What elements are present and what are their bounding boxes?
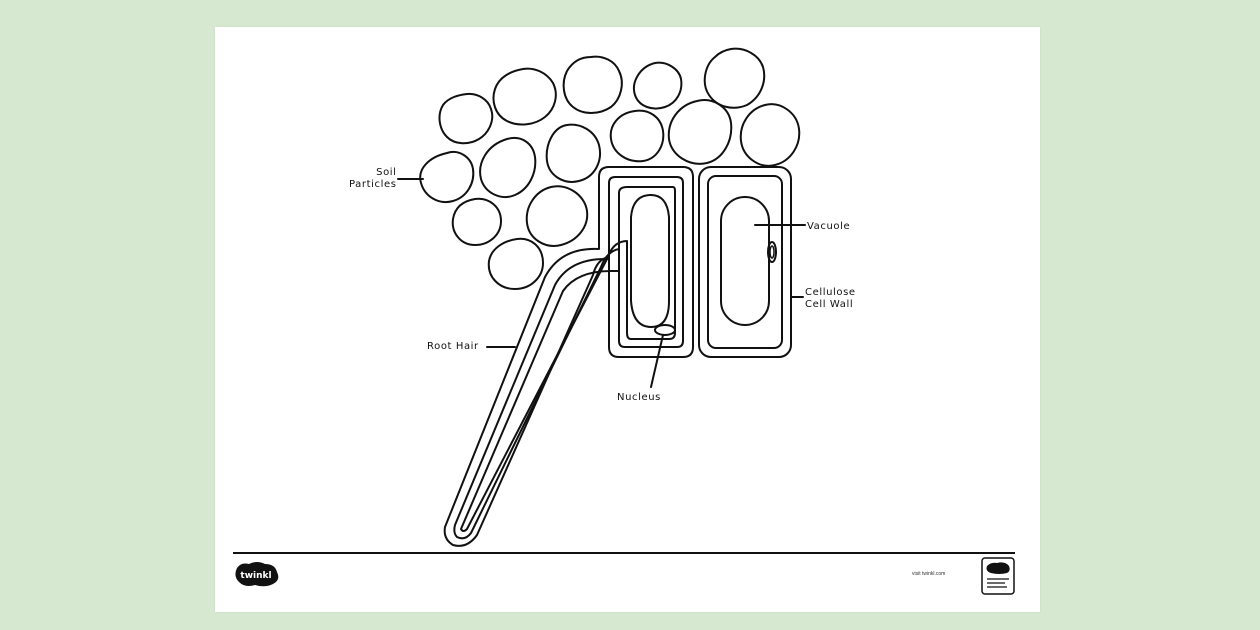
- soil-particles: [419, 47, 801, 290]
- root-hair-cell: [443, 166, 694, 547]
- neighbouring-cell: [698, 166, 792, 358]
- root-hair-membrane: [460, 186, 676, 532]
- soil-particle: [562, 55, 623, 114]
- pointer-nucleus: [650, 334, 664, 388]
- soil-particle: [667, 99, 733, 165]
- neighbouring-cell-wall-outer: [698, 166, 792, 358]
- soil-particle: [545, 123, 601, 183]
- root-hair-cell-nucleus: [654, 324, 676, 336]
- soil-particle: [419, 151, 475, 203]
- soil-particle: [609, 109, 665, 163]
- worksheet-page: Soil Particles Vacuole Cellulose Cell Wa…: [215, 27, 1040, 612]
- twinkl-logo-text: twinkl: [240, 571, 271, 581]
- footer-url: visit twinkl.com: [912, 571, 946, 577]
- neighbouring-cell-wall-inner: [707, 175, 783, 349]
- soil-particle: [487, 237, 544, 290]
- twinkl-logo: twinkl: [235, 562, 279, 587]
- root-hair-cell-diagram: [397, 47, 806, 547]
- soil-particle: [451, 197, 502, 246]
- footer-divider: [233, 552, 1015, 554]
- neighbouring-cell-vacuole: [720, 196, 770, 326]
- neighbouring-cell-nucleus: [767, 241, 777, 263]
- soil-particle: [633, 61, 683, 110]
- soil-particle: [703, 47, 766, 109]
- soil-particle: [525, 185, 589, 247]
- label-soil-particles: Soil Particles: [349, 167, 397, 190]
- label-cell-wall: Cellulose Cell Wall: [805, 287, 856, 310]
- label-root-hair: Root Hair: [427, 341, 479, 352]
- root-hair-cell-wall-outer: [443, 166, 694, 547]
- label-nucleus: Nucleus: [617, 392, 661, 403]
- soil-particle: [438, 92, 494, 145]
- twinkl-badge-icon: [981, 557, 1015, 595]
- soil-particle: [739, 103, 801, 167]
- soil-particle: [479, 137, 537, 198]
- label-vacuole: Vacuole: [807, 221, 851, 232]
- root-hair-cell-wall-inner: [453, 176, 684, 540]
- label-pointers: [397, 178, 806, 388]
- soil-particle: [492, 67, 557, 126]
- root-hair-vacuole: [630, 194, 670, 328]
